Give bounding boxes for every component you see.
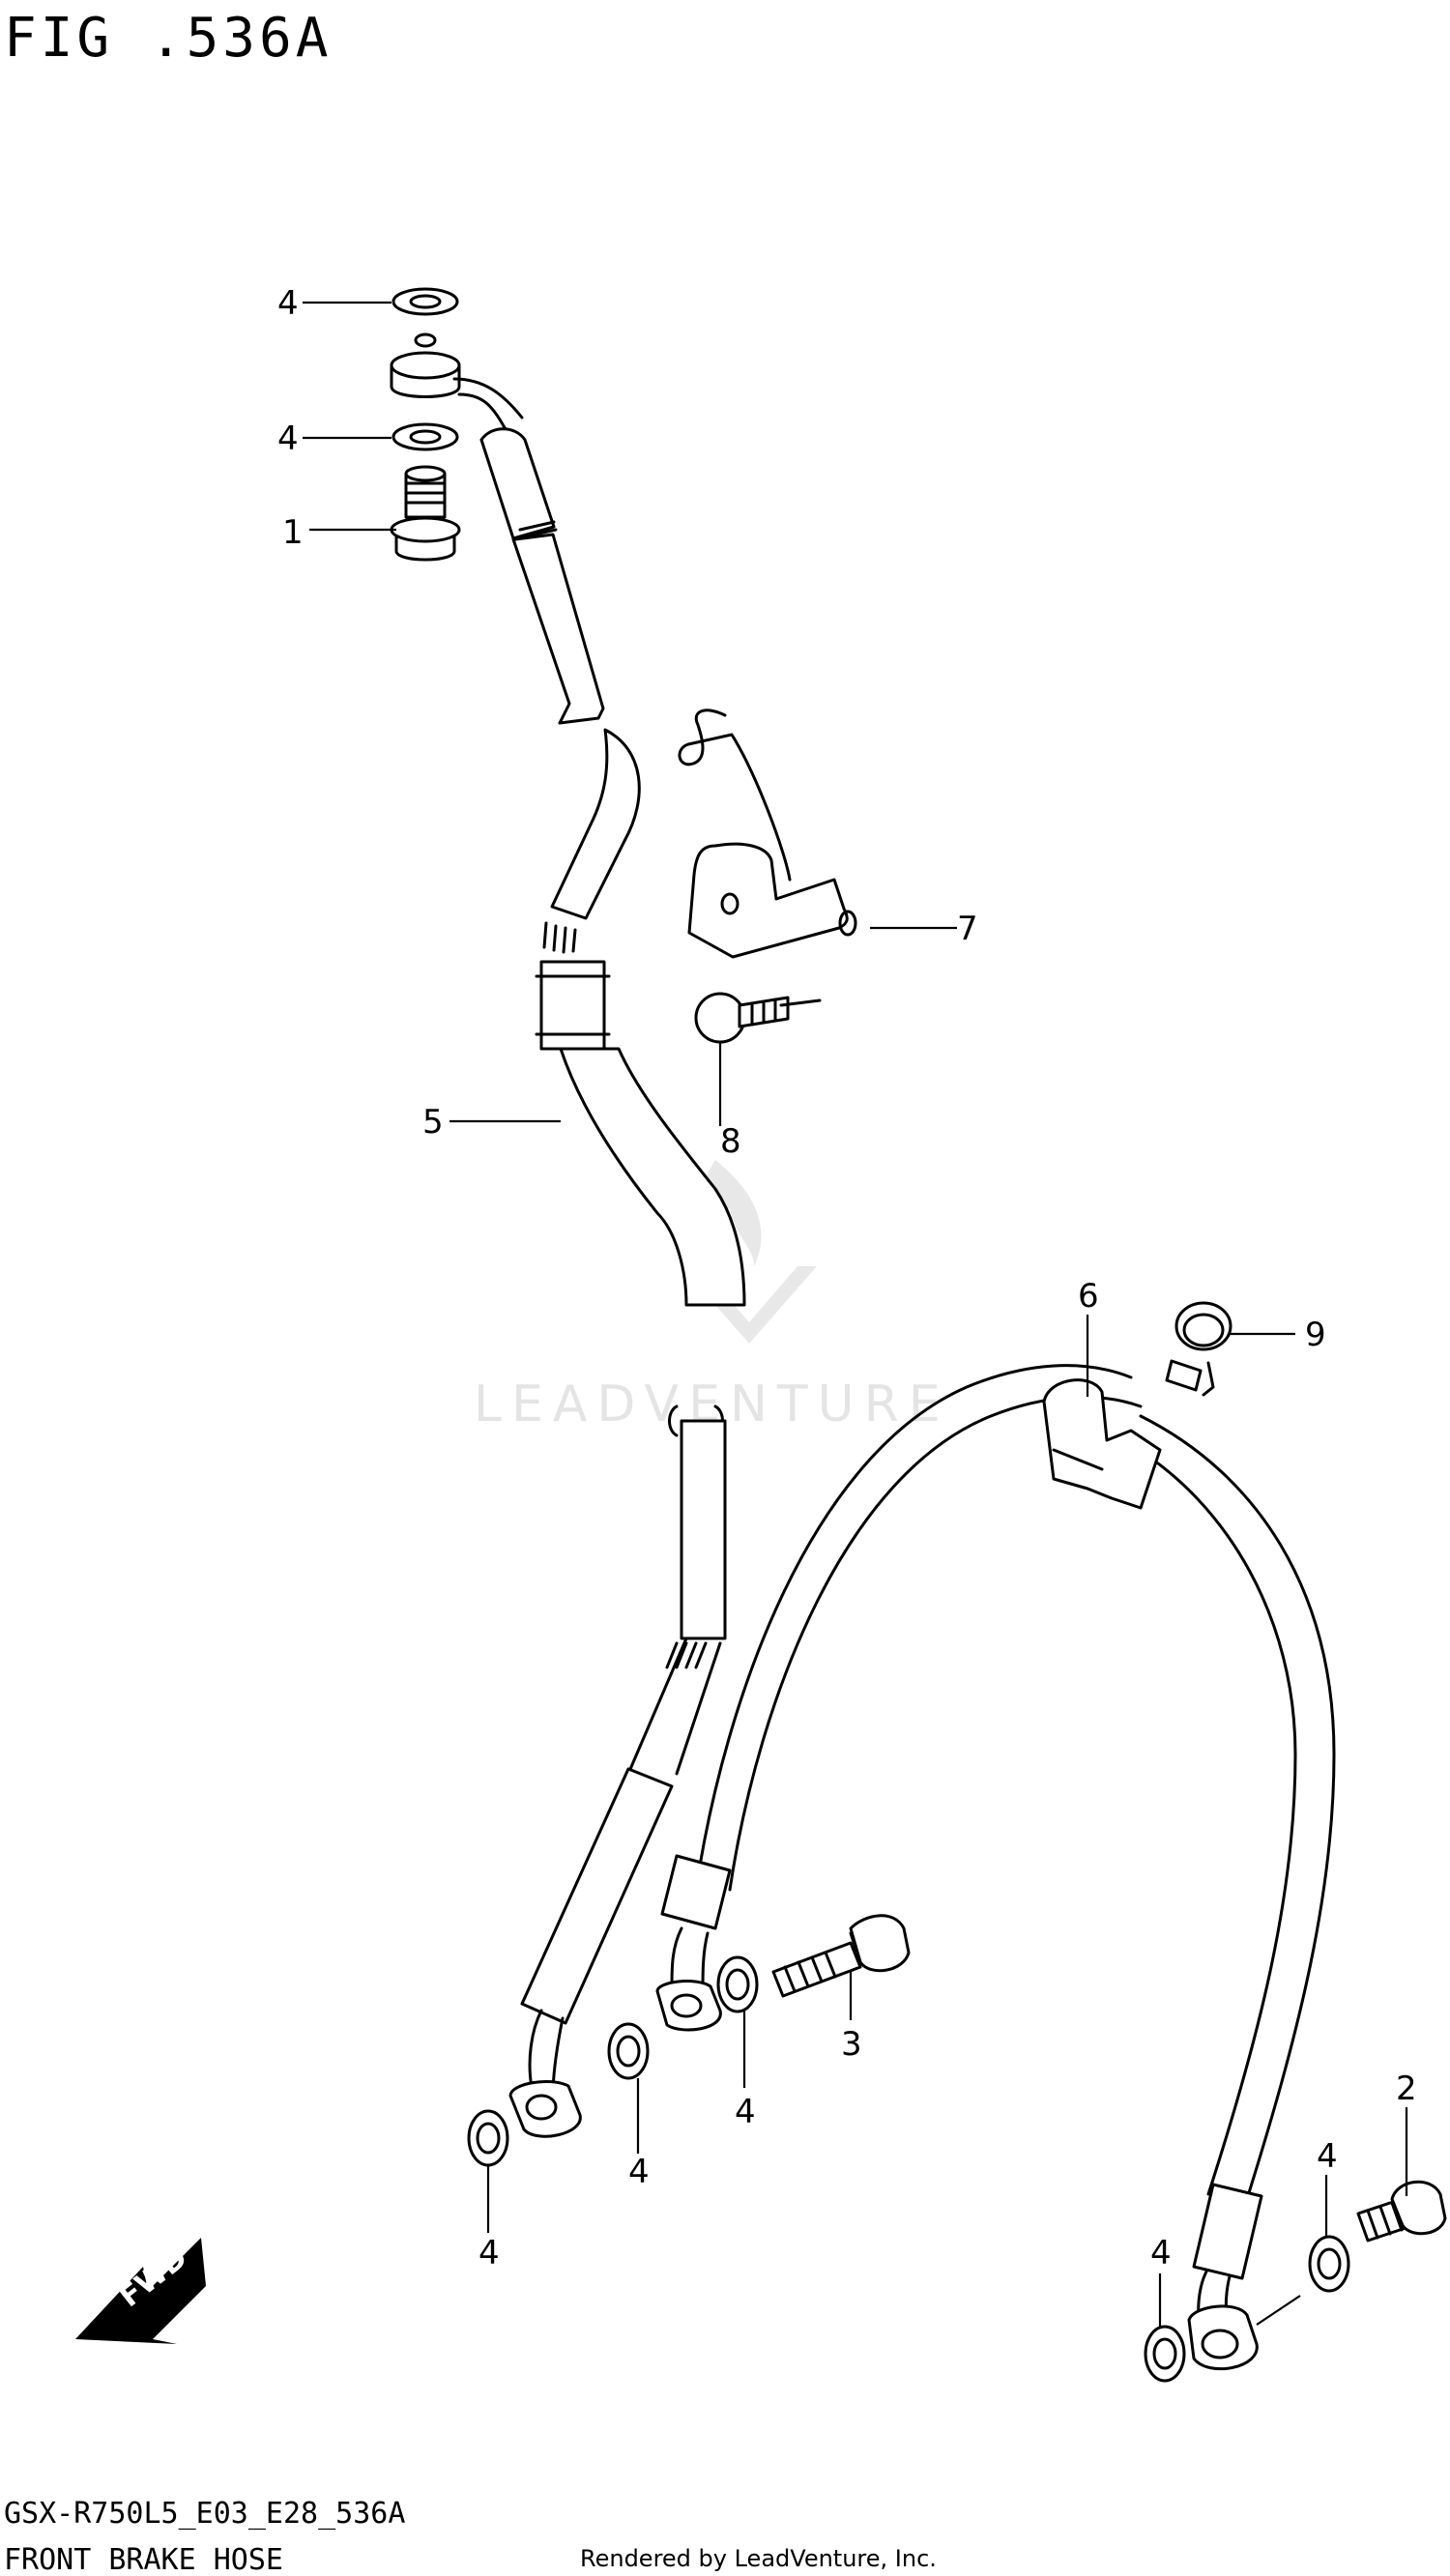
union-bolt-1[interactable]	[390, 465, 461, 562]
leader-lines	[303, 301, 1408, 2327]
callout-4-washer-a: 4	[735, 2093, 756, 2131]
callout-1: 1	[282, 513, 304, 552]
figure-title: FIG .536A	[4, 7, 332, 70]
callout-5: 5	[422, 1103, 444, 1142]
callout-8: 8	[720, 1122, 741, 1161]
callout-6: 6	[1078, 1277, 1099, 1316]
brake-hose-6[interactable]	[655, 1364, 1336, 2371]
washer-4-middle-left[interactable]	[607, 2022, 650, 2080]
fwd-arrow-icon: FWD	[75, 2238, 206, 2344]
callout-4-upper: 4	[277, 420, 299, 458]
washer-4-left-bottom[interactable]	[467, 2109, 509, 2167]
callout-7: 7	[957, 910, 978, 948]
brake-hose-5[interactable]	[508, 960, 746, 2138]
top-banjo-fitting[interactable]	[390, 333, 524, 435]
callout-4-top: 4	[277, 284, 299, 323]
top-washer-4[interactable]	[392, 287, 459, 316]
hose-clamp-9[interactable]	[1165, 1301, 1232, 1397]
callout-2: 2	[1396, 2069, 1417, 2108]
callout-4-washer-d: 4	[1317, 2137, 1338, 2176]
callout-9: 9	[1305, 1316, 1326, 1354]
upper-hose-segment[interactable]	[479, 427, 641, 954]
callout-4-washer-e: 4	[1150, 2234, 1172, 2272]
union-bolt-3[interactable]	[771, 1914, 911, 1998]
lower-top-washer-4[interactable]	[392, 422, 459, 451]
hose-bracket-7[interactable]	[678, 709, 857, 959]
figure-code: GSX-R750L5_E03_E28_536A	[4, 2497, 405, 2531]
callout-4-washer-c: 4	[478, 2234, 500, 2272]
credit-text: Rendered by LeadVenture, Inc.	[580, 2545, 937, 2572]
washer-4-middle[interactable]	[716, 1955, 759, 2013]
callout-3: 3	[841, 2025, 862, 2064]
figure-name: FRONT BRAKE HOSE	[4, 2543, 283, 2576]
washer-4-right-upper[interactable]	[1308, 2235, 1350, 2293]
washer-4-right-lower[interactable]	[1144, 2325, 1186, 2383]
bracket-bolt-8[interactable]	[694, 992, 822, 1044]
callout-4-washer-b: 4	[628, 2153, 650, 2191]
union-bolt-2[interactable]	[1356, 2180, 1447, 2243]
